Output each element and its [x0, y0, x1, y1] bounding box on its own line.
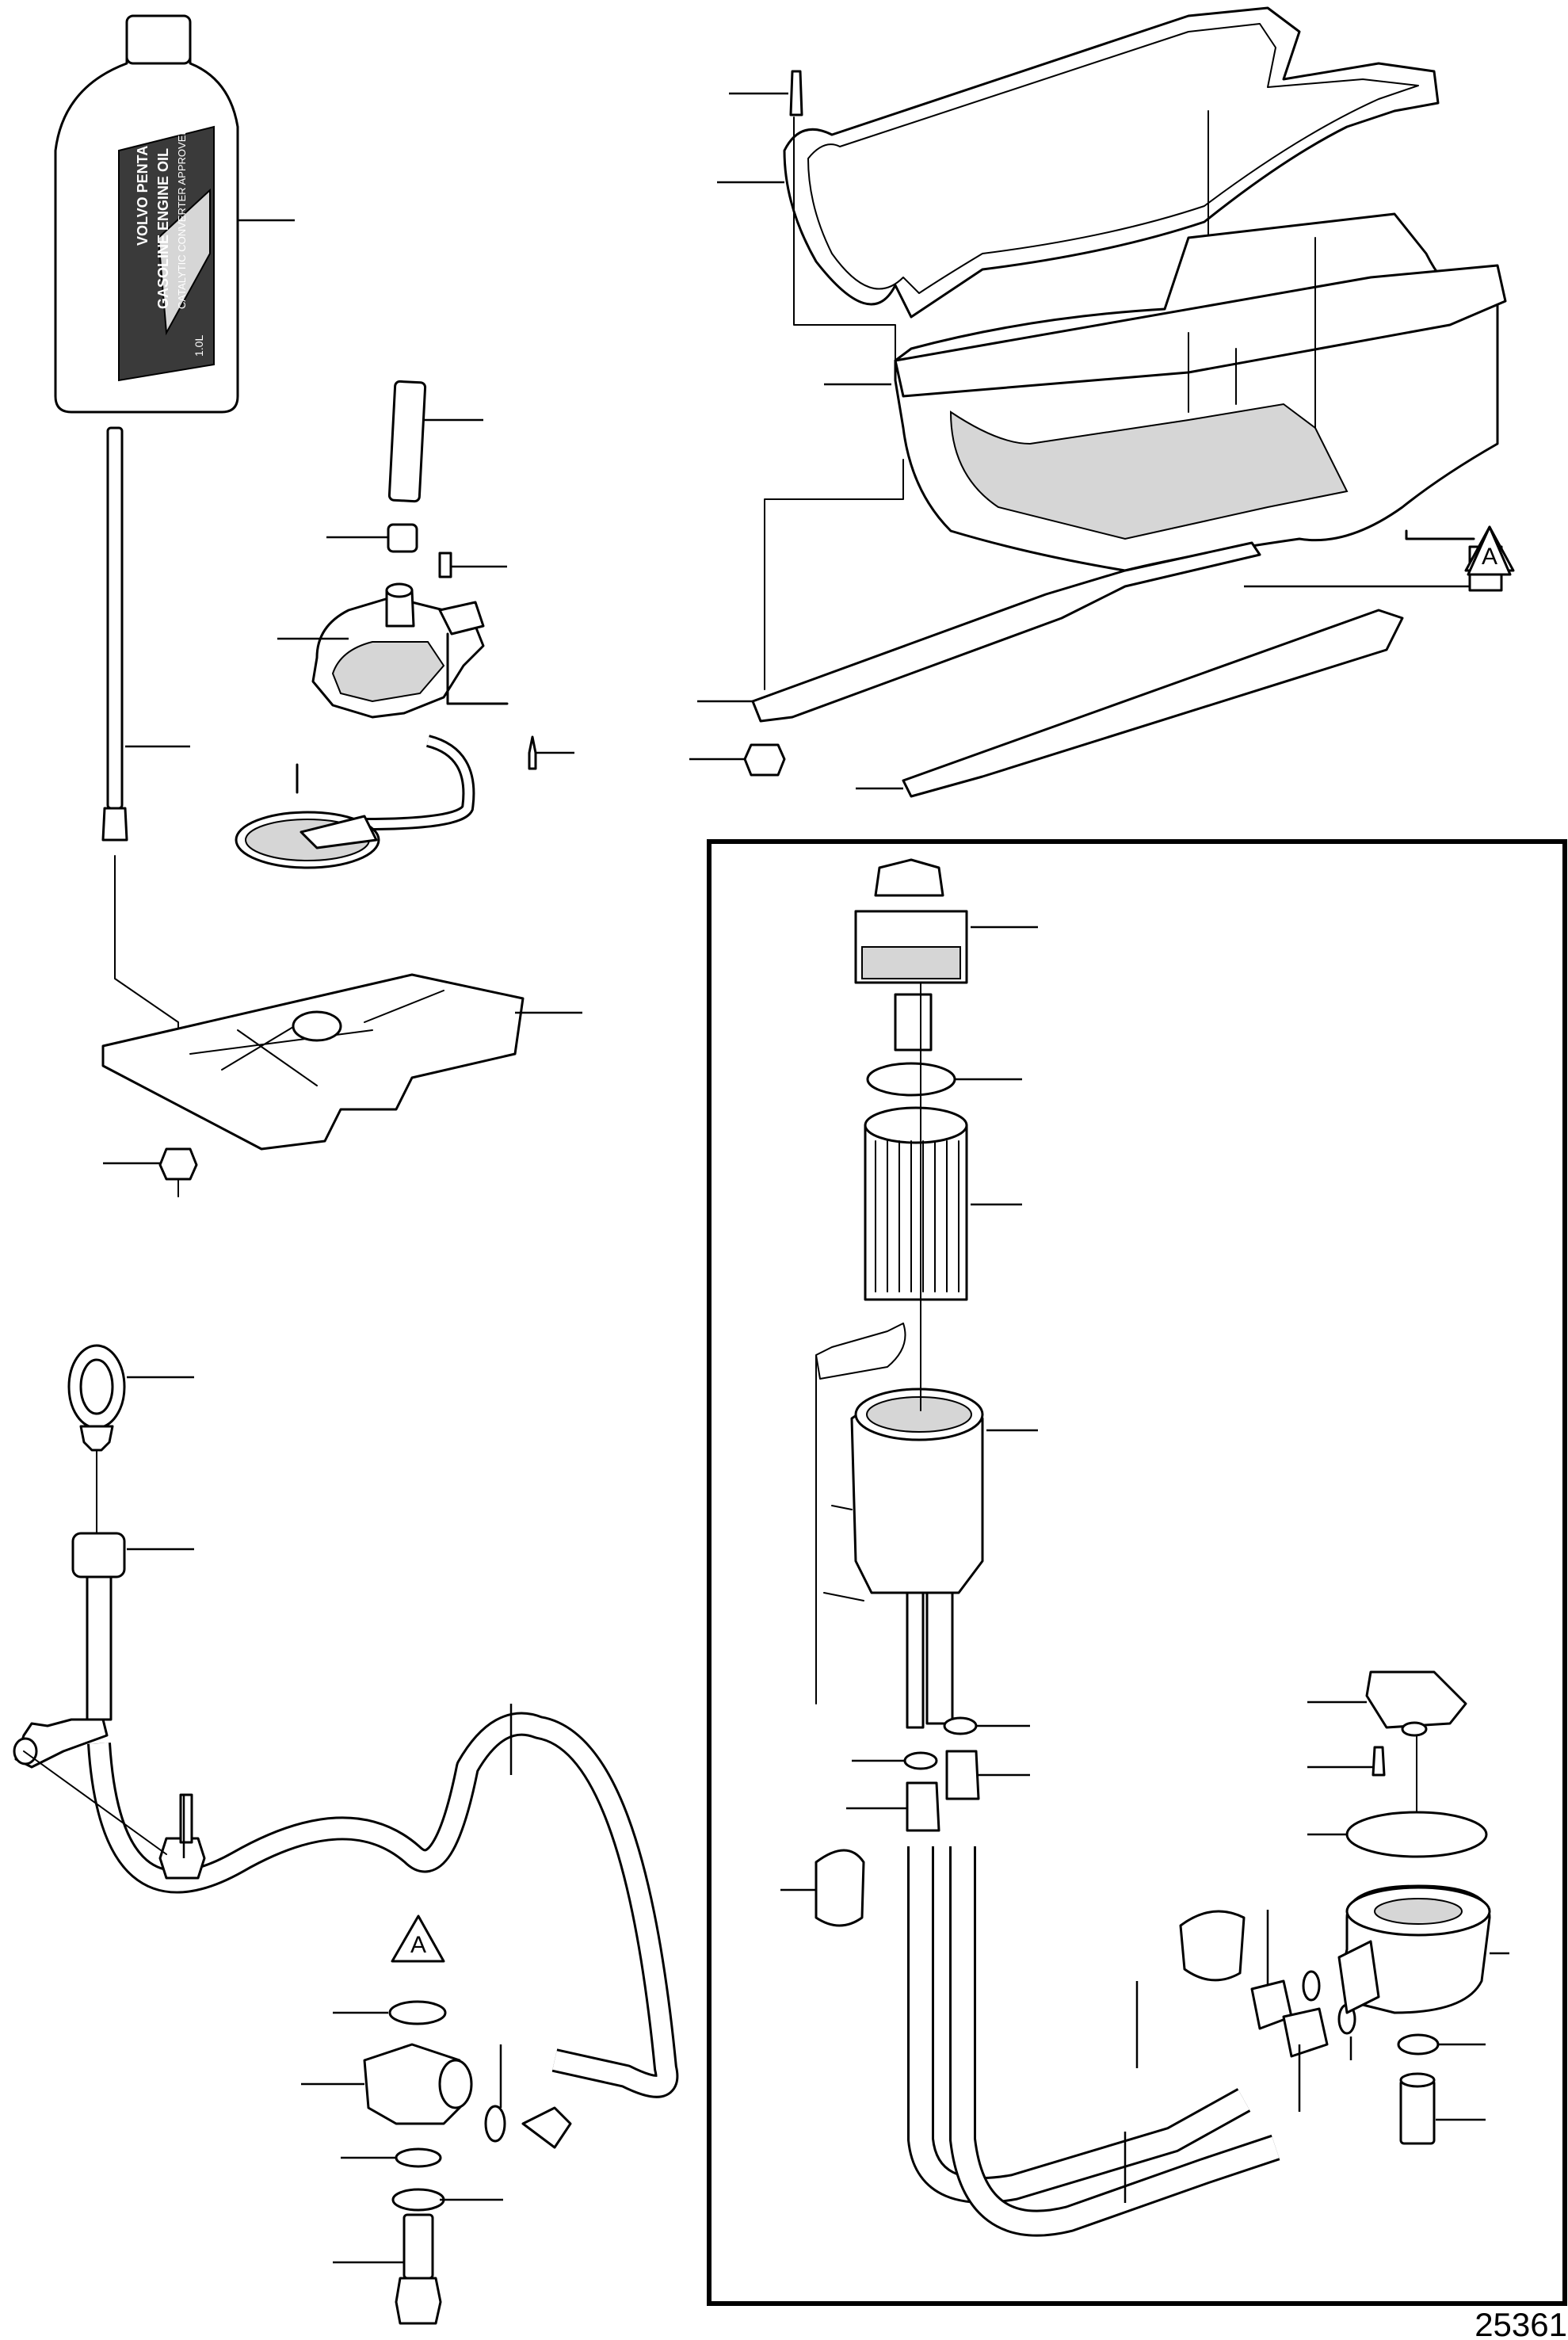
filter-element	[864, 1124, 968, 1301]
drain-washer-top	[388, 2000, 447, 2025]
filter-fitting-right	[945, 1750, 980, 1800]
adapter-bolt	[1399, 2079, 1436, 2145]
ref-a-upper: A	[1482, 544, 1497, 570]
dipstick-tube	[90, 1714, 677, 2096]
filter-adapter-oring	[1345, 1811, 1488, 1858]
filter-pleats	[875, 1140, 959, 1292]
oil-bottle: VOLVO PENTA GASOLINE ENGINE OIL CATALYTI…	[54, 14, 295, 414]
pan-gasket-right	[902, 609, 1404, 798]
pan-gasket-left	[751, 541, 1261, 723]
pump-pin	[438, 552, 452, 578]
bottle-product: GASOLINE ENGINE OIL	[155, 148, 171, 309]
oil-pump-assembly	[235, 380, 574, 869]
hose-clip	[815, 1849, 865, 1927]
adapter-screw	[1372, 1746, 1386, 1777]
dipstick-tube-upper	[86, 1575, 113, 1721]
adapter-plate	[1365, 1670, 1467, 1729]
drain-fitting-stack: A	[301, 1914, 572, 2325]
cooler-hose-right	[952, 1846, 1280, 2235]
filter-inset-frame	[707, 839, 1567, 2306]
bottle-volume: 1.0L	[193, 335, 205, 357]
windage-tray-plate	[101, 973, 525, 1151]
shaft-sleeve	[387, 523, 418, 553]
drawing-number: 25361	[1475, 2306, 1567, 2340]
pump-bolt	[528, 735, 537, 770]
bottle-brand: VOLVO PENTA	[135, 146, 151, 246]
filter-fitting-left	[906, 1781, 940, 1832]
tray-stud	[106, 426, 124, 810]
pump-drive-shaft	[387, 380, 427, 503]
tray-nut	[158, 1147, 198, 1181]
gasket-nut	[743, 743, 786, 777]
filter-cap-stem	[894, 993, 933, 1052]
tube-clamp-bolt	[158, 1837, 206, 1880]
bottle-spec: CATALYTIC CONVERTER APPROVED	[176, 128, 188, 309]
ref-triangle-a-lower	[391, 1914, 445, 1963]
windage-tray	[101, 426, 582, 1197]
filter-cap-oring	[866, 1062, 956, 1097]
dipstick-assembly	[13, 1344, 679, 2098]
fitting-clip-right	[1179, 1910, 1246, 1982]
oil-pan-assembly: A	[689, 6, 1515, 798]
cooler-hose-left	[910, 1846, 1249, 2201]
drain-plug	[402, 2213, 434, 2280]
ref-a-lower: A	[410, 1932, 426, 1958]
dipstick-seal	[71, 1532, 126, 1578]
ref-triangle-a-upper	[1467, 525, 1512, 576]
pan-stud	[789, 70, 803, 116]
oil-filter-assembly	[707, 839, 1567, 2306]
drain-tee-fitting	[363, 2043, 469, 2125]
cooler-fitting-lower	[1282, 2007, 1329, 2058]
